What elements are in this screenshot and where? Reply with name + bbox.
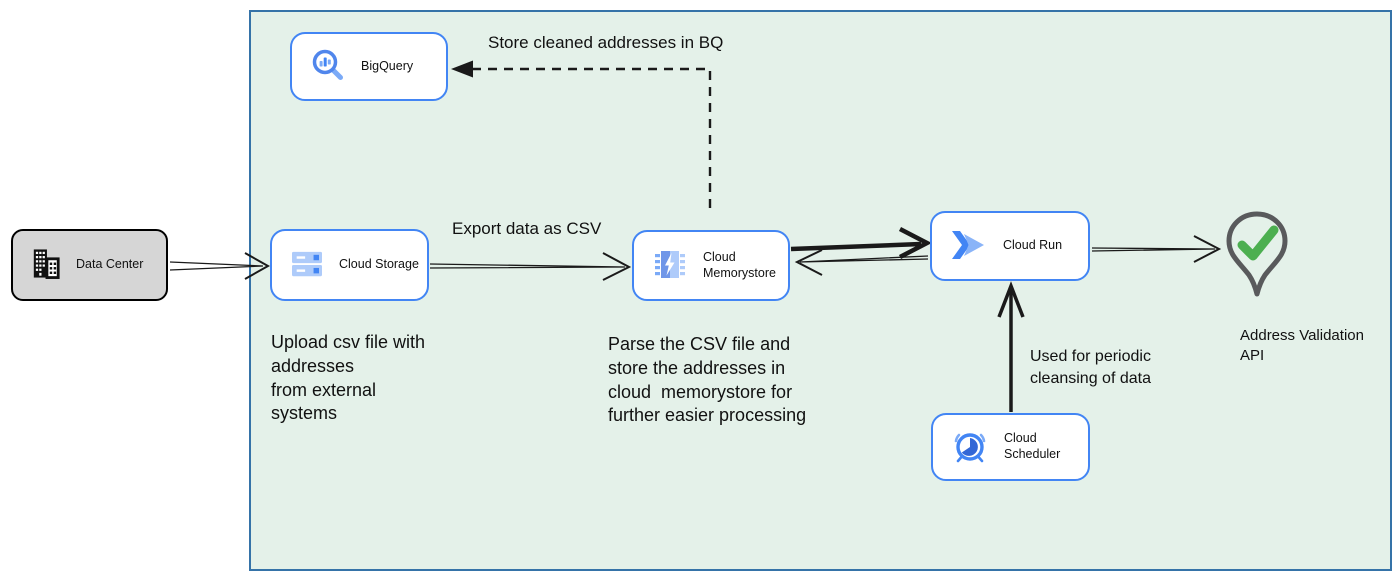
address-validation-label: Address Validation API [1240, 327, 1364, 364]
building-icon [31, 247, 61, 283]
node-bigquery[interactable]: BigQuery [290, 32, 448, 101]
cloud-run-icon [950, 228, 988, 265]
cloud-storage-icon [290, 249, 324, 282]
node-cloud-run[interactable]: Cloud Run [930, 211, 1090, 281]
node-cloud-scheduler[interactable]: Cloud Scheduler [931, 413, 1090, 481]
annotation-periodic-cleansing: Used for periodic cleansing of data [1030, 348, 1151, 387]
annotation-export-csv: Export data as CSV [452, 219, 602, 238]
node-cloud-memorystore[interactable]: Cloud Memorystore [632, 230, 790, 301]
node-data-center[interactable]: Data Center [11, 229, 168, 301]
annotation-store-in-bq: Store cleaned addresses in BQ [488, 33, 724, 52]
node-label: Cloud Memorystore [703, 249, 776, 280]
location-pin-check-icon [1222, 208, 1292, 308]
node-cloud-storage[interactable]: Cloud Storage [270, 229, 429, 301]
annotation-parse-csv: Parse the CSV file and store the address… [608, 334, 807, 426]
annotation-upload-csv: Upload csv file with addresses from exte… [271, 332, 426, 424]
node-label: Data Center [76, 257, 144, 272]
memorystore-icon [652, 246, 688, 285]
node-label: Cloud Run [1003, 238, 1063, 253]
cloud-boundary [249, 10, 1392, 571]
node-label: BigQuery [361, 58, 414, 73]
node-label: Cloud Scheduler [1004, 431, 1061, 461]
node-label: Cloud Storage [339, 257, 419, 272]
scheduler-icon [951, 428, 989, 467]
bigquery-icon [310, 47, 346, 86]
